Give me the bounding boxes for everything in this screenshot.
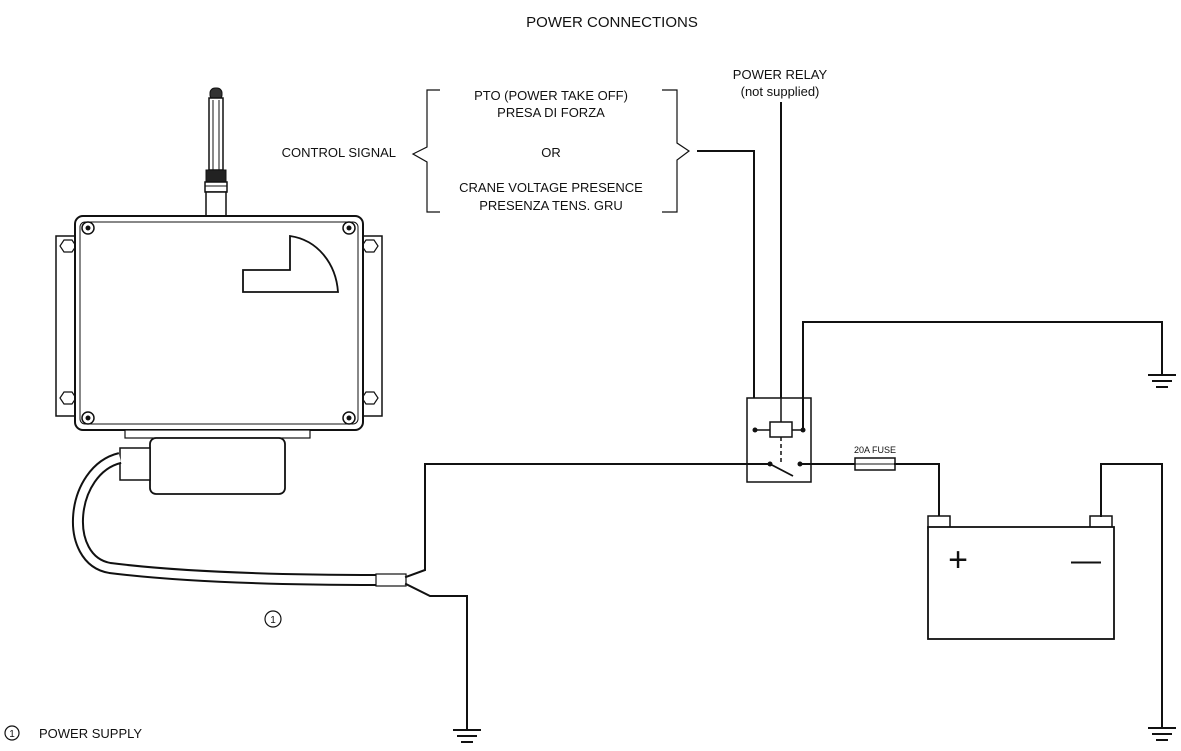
legend-text: POWER SUPPLY [39, 726, 142, 741]
presenza-tens-label: PRESENZA TENS. GRU [479, 198, 623, 213]
screw-bottom-left [81, 411, 95, 425]
ground-symbol-relay [1148, 374, 1176, 388]
ground-symbol-cable [453, 729, 481, 743]
or-label: OR [541, 145, 561, 160]
relay-ground-wire [802, 321, 1163, 431]
fuse-to-battery-wire [894, 463, 940, 517]
control-unit [55, 87, 383, 495]
right-bracket [662, 89, 691, 213]
crane-voltage-label: CRANE VOLTAGE PRESENCE [459, 180, 643, 195]
control-signal-wire [697, 150, 755, 431]
power-supply-cable [72, 452, 468, 731]
battery-ground-wire [1100, 463, 1163, 729]
power-relay [746, 397, 812, 483]
relay-label: POWER RELAY [733, 67, 828, 82]
left-bracket [411, 89, 440, 213]
cable-callout-number: 1 [270, 615, 276, 626]
legend-number: 1 [9, 729, 15, 740]
antenna [204, 87, 228, 217]
battery [927, 515, 1115, 640]
relay-sublabel: (not supplied) [741, 84, 820, 99]
diagram-title: POWER CONNECTIONS [526, 14, 698, 31]
ground-symbol-battery [1148, 727, 1176, 741]
battery-positive-sign: + [948, 541, 968, 579]
fuse-label: 20A FUSE [854, 445, 896, 455]
battery-negative-sign: — [1071, 544, 1101, 577]
control-signal-label: CONTROL SIGNAL [282, 145, 396, 160]
pto-label: PTO (POWER TAKE OFF) [474, 88, 628, 103]
presa-di-forza-label: PRESA DI FORZA [497, 105, 605, 120]
screw-bottom-right [342, 411, 356, 425]
screw-top-left [81, 221, 95, 235]
status-window [242, 234, 339, 293]
fuse [854, 457, 896, 471]
cable-callout: 1 [264, 610, 282, 628]
screw-top-right [342, 221, 356, 235]
legend-item-power-supply: 1 POWER SUPPLY [4, 725, 142, 741]
